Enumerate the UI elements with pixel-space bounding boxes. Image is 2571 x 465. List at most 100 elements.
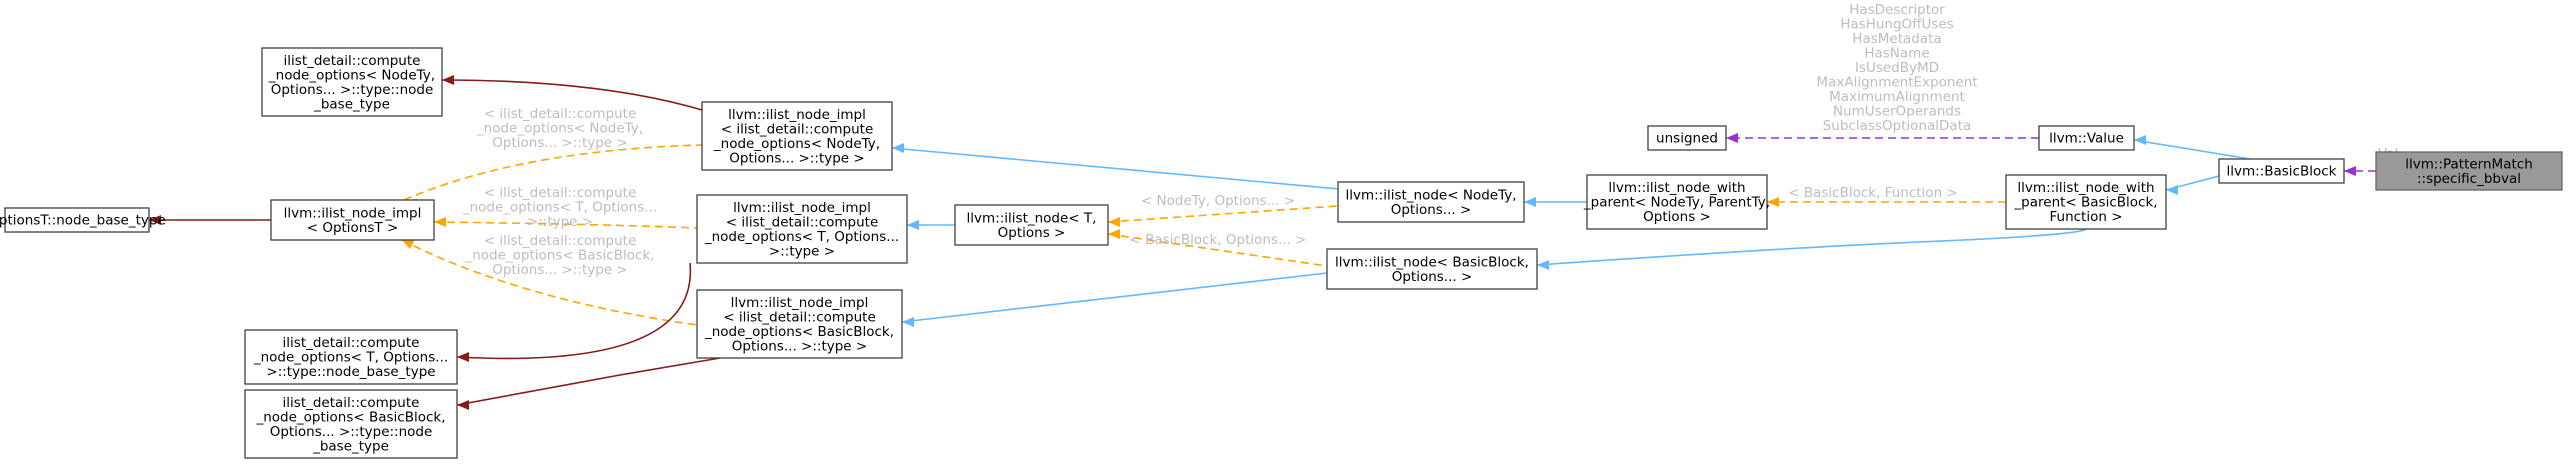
node-label: llvm::ilist_node_impl [728,107,866,123]
edge-wpbb_to_bb [2165,175,2220,195]
node-box [244,389,458,459]
node-optionst_base[interactable]: OptionsT::node_base_type [0,207,166,233]
edge-ilt_to_ilnodety: < NodeTy, Options... > [1107,193,1339,227]
node-label: llvm::ilist_node< NodeTy, [1345,187,1516,203]
edge-label: MaximumAlignment [1829,89,1965,105]
edge-implopt_to_implt: < ilist_detail::compute_node_options< T,… [433,185,698,230]
node-label: < ilist_detail::compute [723,309,876,325]
node-impl_t[interactable]: llvm::ilist_node_impl< ilist_detail::com… [696,194,908,264]
edge-value_to_bb [2133,135,2251,160]
node-label: _parent< BasicBlock, [2013,195,2157,211]
edge-label: < ilist_detail::compute [484,233,637,249]
node-label: Options > [1643,209,1711,225]
node-label: llvm::ilist_node_with [1608,180,1745,196]
node-basicblock[interactable]: llvm::BasicBlock [2218,158,2345,184]
node-label: ilist_detail::compute [283,335,420,351]
node-label: < ilist_detail::compute [726,214,879,230]
edge-label: < ilist_detail::compute [484,185,637,201]
node-box [2218,158,2345,184]
edge-label: >::type > [527,214,593,230]
edge-line [401,239,698,326]
edge-line [891,147,1363,191]
edge-label: < NodeTy, Options... > [1141,193,1295,209]
edge-line [403,144,703,201]
edge-label: _node_options< NodeTy, [476,121,643,137]
node-label: ::specific_bbval [2417,171,2521,187]
edge-line [456,262,692,360]
node-box [701,101,893,171]
edge-line [1536,228,2087,266]
node-label: < OptionsT > [307,220,399,236]
node-label: llvm::ilist_node_with [2017,180,2154,196]
edge-label: < BasicBlock, Options... > [1129,232,1306,248]
node-label: ilist_detail::compute [283,395,420,411]
node-box [696,289,903,359]
node-impl_nodety[interactable]: llvm::ilist_node_impl< ilist_detail::com… [701,101,893,171]
node-cno_t[interactable]: ilist_detail::compute_node_options< T, O… [244,329,458,385]
edge-line [441,79,703,111]
node-box [261,47,443,117]
node-label: _base_type [312,438,389,454]
edge-cnot_to_implt [456,262,692,362]
edge-label: MaxAlignmentExponent [1816,75,1977,91]
edge-label: SubclassOptionalData [1823,118,1972,134]
edge-label: HasName [1864,46,1929,62]
node-impl_optionst[interactable]: llvm::ilist_node_impl< OptionsT > [270,199,435,241]
node-value[interactable]: llvm::Value [2038,125,2135,151]
node-with_parent_node[interactable]: llvm::ilist_node_with_parent< NodeTy, Pa… [1583,174,1770,230]
node-cno_nodety[interactable]: ilist_detail::compute_node_options< Node… [261,47,443,117]
edge-wpnode_to_wpbb: < BasicBlock, Function > [1767,185,2006,207]
node-label: Options... >::type > [732,338,867,354]
edge-label: < BasicBlock, Function > [1788,185,1957,201]
node-label: llvm::Value [2049,131,2124,147]
node-label: Options... >::type::node [271,82,434,98]
node-label: _node_options< BasicBlock, [255,409,445,425]
edge-base_to_implopt [149,215,271,225]
edge-label: Options... >::type > [492,135,627,151]
node-ilist_node_nodety[interactable]: llvm::ilist_node< NodeTy,Options... > [1337,181,1525,223]
edge-label: _node_options< T, Options... [462,200,657,216]
node-label: _node_options< BasicBlock, [704,324,894,340]
node-box [1326,248,1538,290]
edge-unsigned_to_value: HasDescriptorHasHungOffUsesHasMetadataHa… [1726,2,2039,143]
node-label: < ilist_detail::compute [721,121,874,137]
edge-cnonodety_to_implnodety [441,75,703,111]
edge-implt_to_ilt [907,220,955,230]
node-box [244,329,458,385]
node-label: Options > [998,225,1066,241]
node-label: Options... >::type::node [270,424,433,440]
node-box [954,204,1109,246]
edge-label: HasHungOffUses [1840,17,1953,33]
edge-ilnodety_to_wpnode [1524,197,1587,207]
node-label: Options... >::type > [729,150,864,166]
node-label: llvm::PatternMatch [2405,156,2533,172]
edge-implbb_to_ilbb [901,272,1328,327]
edge-label: Options... >::type > [492,262,627,278]
node-box [1337,181,1525,223]
node-label: llvm::ilist_node< T, [967,210,1097,226]
edge-label: NumUserOperands [1833,104,1961,120]
edge-line [1107,233,1328,267]
node-label: llvm::ilist_node_impl [731,295,869,311]
edge-implopt_to_implbb: < ilist_detail::compute_node_options< Ba… [401,233,698,326]
edge-cnobb_to_implbb [456,357,721,410]
edge-line [2133,139,2251,160]
node-cno_bb[interactable]: ilist_detail::compute_node_options< Basi… [244,389,458,459]
node-ilist_node_bb[interactable]: llvm::ilist_node< BasicBlock,Options... … [1326,248,1538,290]
node-label: llvm::ilist_node< BasicBlock, [1335,254,1529,270]
edge-label: < ilist_detail::compute [484,106,637,122]
node-specific_bbval[interactable]: llvm::PatternMatch::specific_bbval [2375,151,2563,191]
node-label: _node_options< NodeTy, [713,136,880,152]
edge-label: HasMetadata [1852,31,1941,47]
node-label: llvm::BasicBlock [2227,164,2337,180]
edge-ilt_to_ilbb: < BasicBlock, Options... > [1107,229,1328,267]
node-label: >::type::node_base_type [266,364,435,380]
edge-line [901,272,1328,323]
node-ilist_node_t[interactable]: llvm::ilist_node< T,Options > [954,204,1109,246]
node-unsigned[interactable]: unsigned [1647,125,1727,151]
node-with_parent_bb[interactable]: llvm::ilist_node_with_parent< BasicBlock… [2005,174,2167,230]
node-box [2005,174,2167,230]
node-impl_bb[interactable]: llvm::ilist_node_impl< ilist_detail::com… [696,289,903,359]
edge-label: _node_options< BasicBlock, [464,248,654,264]
